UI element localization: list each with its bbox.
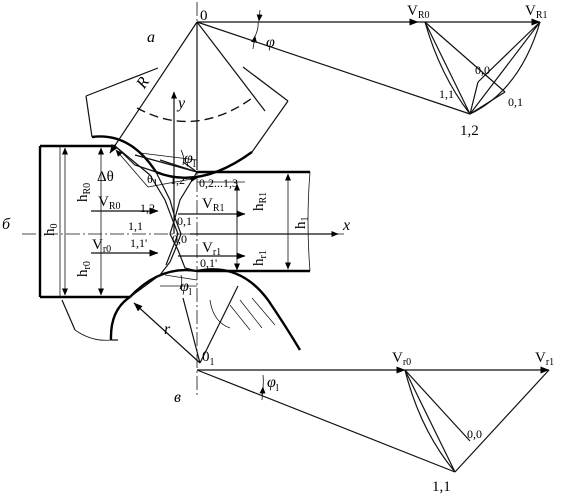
label-VR1-strip: VR1 bbox=[202, 196, 225, 214]
label-pt-02-13: 0,2...1,3 bbox=[199, 176, 238, 190]
label-o: 0 bbox=[200, 8, 208, 24]
label-phi-lim-top: φl bbox=[184, 150, 196, 170]
label-VR1-top: VR1 bbox=[525, 3, 548, 21]
label-Vr1-strip: Vr1 bbox=[202, 240, 221, 258]
label-VR0-strip: VR0 bbox=[98, 194, 121, 212]
label-bpt-00: 0,0 bbox=[467, 427, 482, 441]
label-y: y bbox=[176, 95, 186, 112]
metal-strip bbox=[38, 144, 311, 299]
label-b: б bbox=[2, 216, 11, 233]
label-pt-01: 0,1 bbox=[508, 95, 523, 109]
bottom-velocity-plan bbox=[196, 366, 550, 473]
label-pt-11: 1,1 bbox=[439, 87, 454, 101]
label-a: а bbox=[147, 29, 155, 46]
label-hr1: hr1 bbox=[251, 250, 269, 266]
strip-velocity-arrows bbox=[91, 207, 246, 260]
label-phi-bottom: φl bbox=[267, 374, 279, 394]
lower-roll bbox=[61, 268, 302, 364]
label-zone-12: 1,2 bbox=[140, 201, 155, 215]
label-hR1: hR1 bbox=[251, 192, 269, 211]
labels: 0 а б в 01 R r y x φ φl φl φl Δθ θ1 h0 h… bbox=[2, 3, 554, 495]
label-o1: 01 bbox=[202, 349, 215, 368]
label-x: x bbox=[342, 217, 350, 234]
label-delta-theta: Δθ bbox=[97, 169, 114, 185]
label-zone-11p: 1,1' bbox=[130, 236, 147, 250]
upper-roll bbox=[85, 21, 289, 179]
label-zone-12p: 1,2' bbox=[170, 173, 187, 187]
label-pt-00: 0,0 bbox=[475, 63, 490, 77]
label-phi-top: φ bbox=[266, 34, 275, 51]
label-zone-11: 1,1 bbox=[128, 219, 143, 233]
label-h0: h0 bbox=[42, 224, 60, 237]
label-zone-01p: 0,1' bbox=[200, 256, 217, 270]
top-velocity-plan bbox=[196, 18, 541, 115]
label-phi-lim-bottom: φl bbox=[180, 278, 192, 298]
dimension-lines-right bbox=[197, 173, 291, 271]
label-theta1: θ1 bbox=[147, 172, 158, 189]
label-hR0: hR0 bbox=[75, 183, 93, 202]
label-zone-01: 0,1 bbox=[177, 214, 192, 228]
label-bpt-11: 1,1 bbox=[432, 479, 451, 495]
label-v: в bbox=[174, 389, 181, 406]
label-zone-00: 0,0 bbox=[172, 232, 187, 246]
label-Vr0-strip: Vr0 bbox=[92, 237, 111, 255]
label-pt-12: 1,2 bbox=[460, 123, 479, 139]
label-h1: h1 bbox=[293, 217, 311, 230]
label-Vr1-bot: Vr1 bbox=[535, 350, 554, 368]
deformation-zone bbox=[114, 145, 198, 298]
dimension-lines-left bbox=[59, 146, 104, 297]
angle-marks bbox=[115, 9, 266, 401]
label-r: r bbox=[164, 321, 171, 338]
label-VR0-top: VR0 bbox=[407, 3, 430, 21]
label-Vr0-bot: Vr0 bbox=[392, 350, 411, 368]
label-hr0: hr0 bbox=[75, 261, 93, 277]
